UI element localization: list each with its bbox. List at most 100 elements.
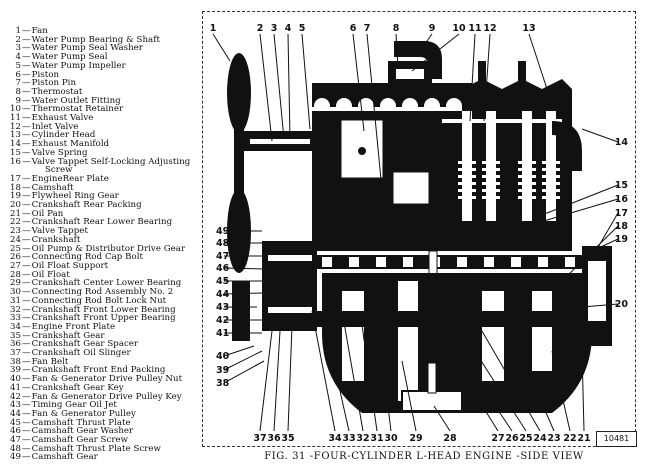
legend-dash: — xyxy=(22,104,31,115)
callout-leader xyxy=(451,340,513,432)
legend-item-number: 34 xyxy=(9,321,21,332)
legend-item-number: 47 xyxy=(9,435,21,446)
legend-dash: — xyxy=(22,130,31,141)
camshaft-lobe xyxy=(403,257,413,267)
callout-leader xyxy=(561,225,619,282)
legend-item: 38—Fan Belt xyxy=(4,356,200,367)
legend-dash: — xyxy=(22,78,31,89)
legend-dash: — xyxy=(22,408,31,419)
legend-item-number: 2 xyxy=(15,34,21,45)
valve-spring-coil xyxy=(482,161,500,164)
legend-item: 3—Water Pump Seal Washer xyxy=(4,44,200,53)
callout-leader xyxy=(581,303,619,308)
callout-label: 1 xyxy=(210,23,217,34)
callout-label: 30 xyxy=(384,433,398,444)
callout-leader xyxy=(469,33,476,122)
callout-leader-lines xyxy=(212,33,619,432)
callout-label: 37 xyxy=(253,433,266,444)
legend-item-label: Crankshaft xyxy=(31,234,81,245)
legend-item-number: 26 xyxy=(9,252,21,263)
crank-web-4 xyxy=(532,291,552,371)
valve-stem xyxy=(522,111,532,221)
callout-label: 22 xyxy=(563,433,576,444)
callout-leader xyxy=(273,33,285,140)
callout-leader xyxy=(223,345,255,357)
callout-leader xyxy=(541,184,619,216)
legend-item: 30—Connecting Rod Assembly No. 2 xyxy=(4,288,200,297)
callout-label: 3 xyxy=(271,23,278,34)
legend-item-label: Fan & Generator Pulley xyxy=(31,408,136,419)
figure-caption: FIG. 31 -FOUR-CYLINDER L-HEAD ENGINE -SI… xyxy=(264,451,584,462)
water-jacket-scallop xyxy=(446,98,462,114)
legend-item-number: 25 xyxy=(9,243,21,254)
legend-item: 8—Thermostat xyxy=(4,88,200,97)
callout-label: 18 xyxy=(615,221,629,232)
legend-item-number: 38 xyxy=(9,356,21,367)
valve-port xyxy=(442,119,562,123)
camshaft-lobe xyxy=(511,257,521,267)
legend-dash: — xyxy=(22,173,31,184)
crankshaft xyxy=(302,311,602,327)
water-jacket-scallop xyxy=(336,98,352,114)
callout-leader xyxy=(483,33,491,122)
camshaft-lobe xyxy=(484,257,494,267)
callout-leader xyxy=(501,310,555,432)
callout-label: 15 xyxy=(615,180,628,191)
legend-dash: — xyxy=(22,86,31,97)
callout-label: 20 xyxy=(615,299,629,310)
callout-label: 26 xyxy=(505,433,519,444)
valve-spring-coil xyxy=(458,168,476,171)
valve-spring-coil xyxy=(542,182,560,185)
crankshaft-gear-slot xyxy=(268,307,312,313)
callout-leader xyxy=(419,33,433,52)
legend-item: 25—Oil Pump & Distributor Drive Gear xyxy=(4,243,200,254)
legend-item: 35—Crankshaft Gear xyxy=(4,330,200,341)
legend-item: 37—Crankshaft Oil Slinger xyxy=(4,349,200,358)
legend-item-number: 23 xyxy=(9,226,21,237)
legend-item-label: Oil Pan xyxy=(31,208,64,219)
legend-dash: — xyxy=(22,243,31,254)
legend-dash: — xyxy=(22,356,31,367)
legend-item: 34—Engine Front Plate xyxy=(4,323,200,332)
valve-spring-coil xyxy=(518,189,536,192)
callout-label: 27 xyxy=(491,433,504,444)
callout-label: 36 xyxy=(267,433,281,444)
spark-plug-1 xyxy=(478,61,486,83)
callout-label: 5 xyxy=(299,23,306,34)
callout-leader xyxy=(223,360,265,384)
legend-item-number: 21 xyxy=(9,208,21,219)
callout-label: 12 xyxy=(483,23,496,34)
water-pump-shaft xyxy=(250,139,310,144)
callout-label: 45 xyxy=(216,276,229,287)
valve-spring-coil xyxy=(458,161,476,164)
legend-item-number: 5 xyxy=(15,60,21,71)
legend-item-label: Valve Tappet xyxy=(31,226,88,237)
legend-item-label: Camshaft Thrust Plate xyxy=(31,417,131,428)
callout-leader xyxy=(311,310,336,432)
legend-item-label: Crankshaft Gear Key xyxy=(31,382,124,393)
callout-label: 19 xyxy=(615,234,628,245)
legend-item-label: Crankshaft Gear xyxy=(31,330,105,341)
legend-item: 21—Oil Pan xyxy=(4,208,200,219)
legend-item-number: 4 xyxy=(15,52,21,63)
legend-item-label: Flywheel Ring Gear xyxy=(31,191,119,202)
legend-item: 49—Camshaft Gear xyxy=(4,453,200,462)
legend-item: 32—Crankshaft Front Lower Bearing xyxy=(4,305,200,315)
legend-item-label: Oil Float xyxy=(31,269,70,280)
legend-item: 13—Cylinder Head xyxy=(4,131,200,140)
valve-spring-coil xyxy=(518,182,536,185)
legend-item: 4—Water Pump Seal xyxy=(4,53,200,62)
callout-leader xyxy=(259,330,273,432)
valve-spring-coil xyxy=(482,168,500,171)
valve-stem xyxy=(462,111,472,221)
legend-dash: — xyxy=(22,156,31,167)
valve-spring-coil xyxy=(458,182,476,185)
legend-dash: — xyxy=(22,443,31,454)
legend-item-label: Fan xyxy=(31,26,48,36)
legend-item: 10—Thermostat Retainer xyxy=(4,105,200,114)
callout-label: 21 xyxy=(577,433,590,444)
callout-label: 33 xyxy=(342,433,355,444)
legend-item: 43—Timing Gear Oil Jet xyxy=(4,401,200,410)
legend-item: 33—Crankshaft Front Upper Bearing xyxy=(4,314,200,323)
